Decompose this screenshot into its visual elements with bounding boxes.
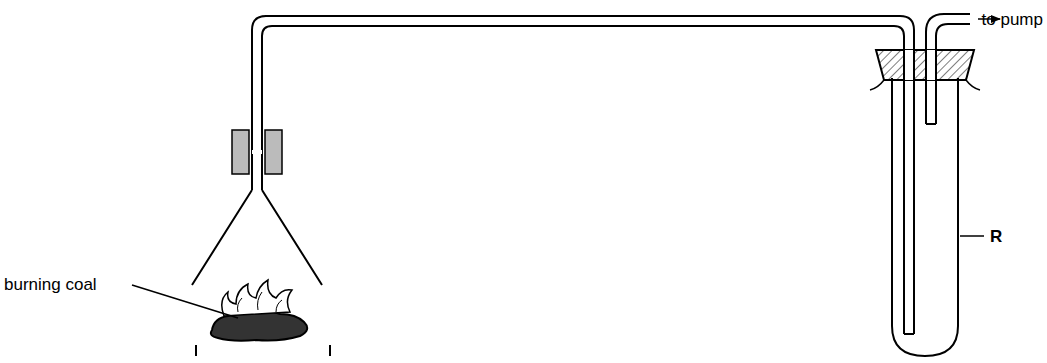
delivery-tube-inner xyxy=(262,26,904,334)
funnel xyxy=(192,190,322,285)
callout-letter: R xyxy=(990,228,1002,245)
delivery-tube xyxy=(252,16,914,334)
rubber-connector xyxy=(232,130,249,174)
dish xyxy=(196,345,330,356)
outlet-tube-inner xyxy=(936,24,970,124)
rubber-connector xyxy=(265,130,282,174)
tube-end xyxy=(926,123,936,125)
flames xyxy=(222,280,292,316)
leader-line xyxy=(960,235,984,237)
tube-wall xyxy=(903,48,905,82)
part-label: to pump xyxy=(982,11,1043,28)
tube-wall xyxy=(913,48,915,82)
part-label: burning coal xyxy=(4,276,97,293)
leader-line xyxy=(132,285,238,318)
outlet-tube xyxy=(926,14,970,124)
flame-lines xyxy=(238,292,283,312)
connector-gap xyxy=(252,150,262,154)
tube-end xyxy=(904,333,914,335)
